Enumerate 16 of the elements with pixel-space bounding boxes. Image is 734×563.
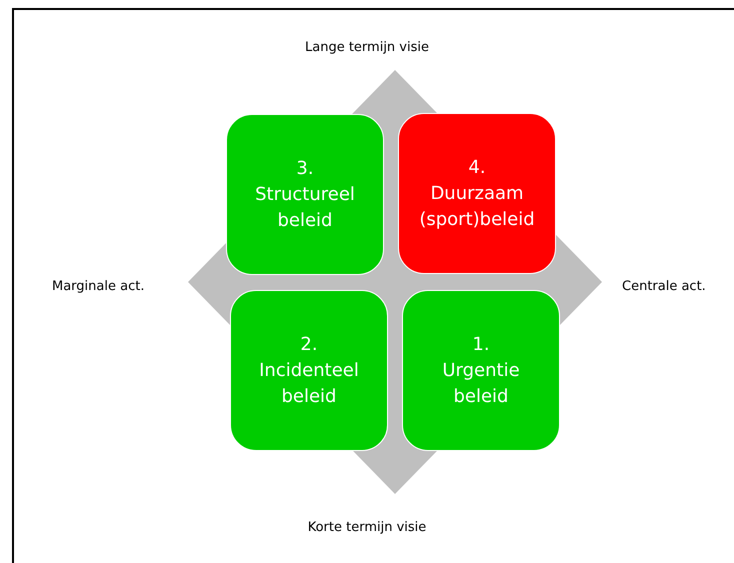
axis-label: Marginale act. — [52, 279, 144, 294]
quadrant-text: 1. — [472, 332, 490, 356]
quadrant-text: Structureel beleid — [254, 182, 356, 232]
quadrant-text: 3. — [296, 156, 314, 180]
quadrant-box — [398, 113, 556, 274]
quadrant-text: 2. — [300, 332, 318, 356]
quadrant-text: 4. — [468, 156, 486, 180]
axis-label: Lange termijn visie — [305, 40, 429, 55]
axis-label: Korte termijn visie — [308, 520, 426, 535]
quadrant-box — [226, 114, 384, 275]
axis-label: Centrale act. — [622, 279, 706, 294]
quadrant-box — [230, 290, 388, 451]
quadrant-text: Duurzaam (sport)beleid — [418, 182, 536, 232]
quadrant-box — [402, 290, 560, 451]
quadrant-text: Incidenteel beleid — [258, 358, 360, 408]
quadrant-text: Urgentie beleid — [441, 358, 521, 408]
